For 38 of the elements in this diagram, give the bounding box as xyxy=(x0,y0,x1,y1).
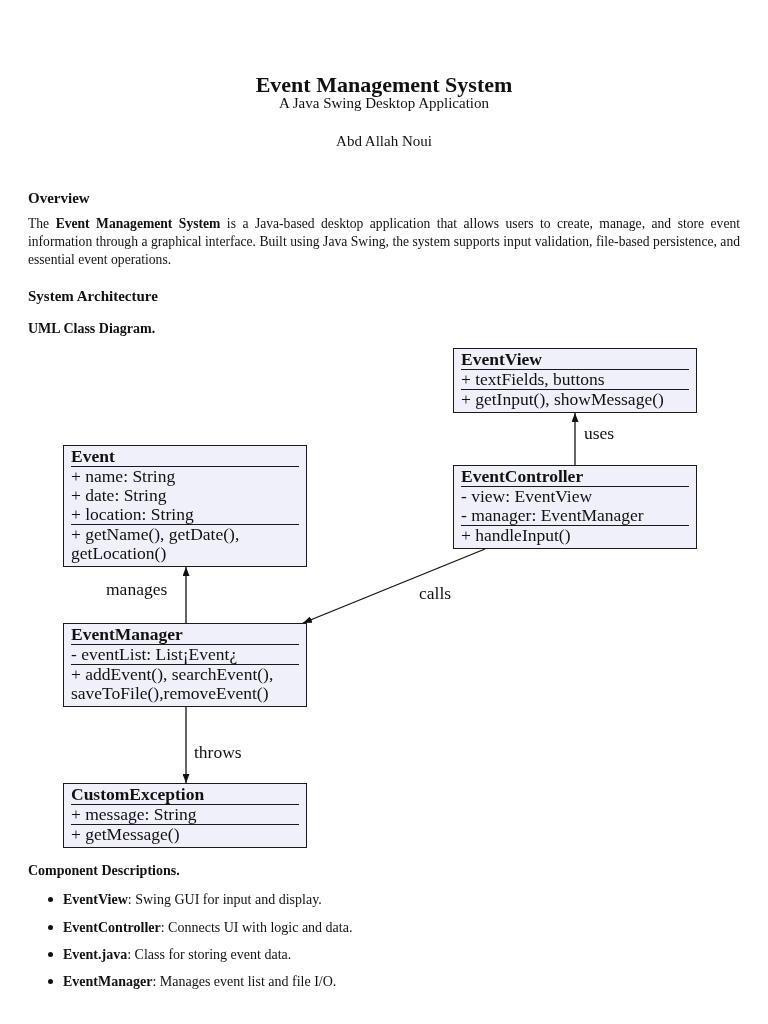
method-text: + getInput(), showMessage() xyxy=(461,390,664,409)
title: Event Management System xyxy=(255,72,513,98)
section-heading: System Architecture xyxy=(28,288,158,305)
description-item: EventController: Connects UI with logic and data. xyxy=(63,919,353,936)
section-heading: Overview xyxy=(28,190,90,207)
attribute-text: + textFields, buttons xyxy=(461,370,605,389)
class-box xyxy=(63,623,307,707)
class-name: CustomException xyxy=(71,785,205,804)
arrow xyxy=(302,548,486,624)
attribute-text: - manager: EventManager xyxy=(461,506,644,525)
attribute-text: + message: String xyxy=(71,805,197,824)
arrow xyxy=(182,566,190,624)
attribute-text: - view: EventView xyxy=(461,487,593,506)
method-text: + getName(), getDate(), getLocation() xyxy=(71,525,241,563)
description-item: Event.java: Class for storing event data. xyxy=(63,946,292,963)
description-item: EventView: Swing GUI for input and display. xyxy=(63,891,322,908)
class-name: EventController xyxy=(461,467,584,486)
method-text: + handleInput() xyxy=(461,526,571,545)
method-text: + getMessage() xyxy=(71,825,180,844)
subsection-heading: Component Descriptions. xyxy=(28,863,180,879)
arrow xyxy=(182,706,190,784)
arrow xyxy=(571,412,579,466)
class-name: EventView xyxy=(461,350,542,369)
attribute-text: - eventList: List¡Event¿ xyxy=(71,645,238,664)
attribute-text: + name: String xyxy=(71,467,176,486)
class-box xyxy=(63,445,307,567)
description-item: EventManager: Manages event list and file I/O. xyxy=(63,973,337,990)
class-box xyxy=(63,783,307,848)
class-box xyxy=(453,465,697,549)
attribute-text: + location: String xyxy=(71,505,194,524)
class-name: EventManager xyxy=(71,625,183,644)
paragraph: The Event Management System is a Java-based desktop application that allows users to create, manage, and store event information through a graphical interface. Built using Java Swing, the system supports input validation, file-based persistence, and essential event operations. xyxy=(28,215,740,269)
method-text: + addEvent(), searchEvent(), saveToFile(),removeEvent() xyxy=(71,665,275,703)
subsection-heading: UML Class Diagram. xyxy=(28,321,156,337)
author-name: Abd Allah Noui xyxy=(336,133,432,150)
class-name: Event xyxy=(71,447,115,466)
class-box xyxy=(453,348,697,413)
attribute-text: + date: String xyxy=(71,486,167,505)
